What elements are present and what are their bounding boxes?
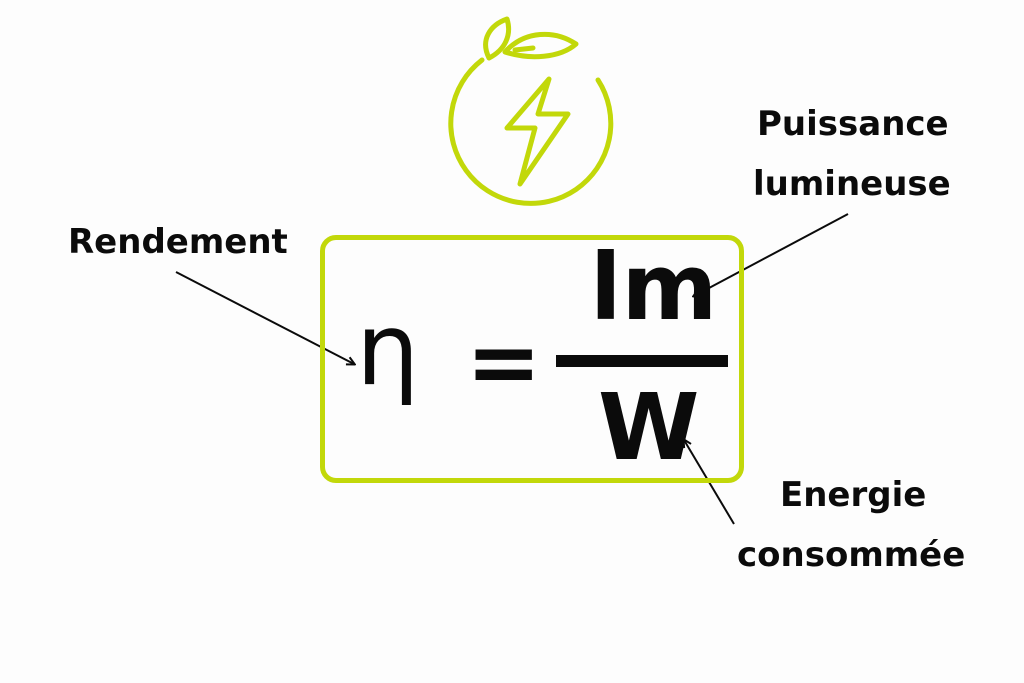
lightning-fruit-icon (448, 16, 614, 206)
denominator-watt: W (598, 374, 700, 481)
equals-sign: = (466, 310, 542, 415)
leaf-right (502, 31, 579, 60)
numerator-lumen: lm (590, 234, 718, 341)
leaf-vein (512, 45, 536, 53)
formula-box (320, 235, 744, 483)
label-rendement: Rendement (68, 222, 288, 262)
fraction-bar (556, 355, 728, 367)
leaf-left (483, 16, 512, 61)
label-puissance-line1: Puissance (757, 104, 949, 144)
label-puissance-line2: lumineuse (753, 164, 951, 204)
label-energie-line1: Energie (780, 475, 927, 515)
eta-symbol: η (356, 291, 420, 408)
fruit-circle-outline (448, 57, 614, 206)
arrow-puissance (694, 213, 849, 296)
lightning-bolt (504, 76, 571, 187)
label-energie-line2: consommée (737, 535, 966, 575)
